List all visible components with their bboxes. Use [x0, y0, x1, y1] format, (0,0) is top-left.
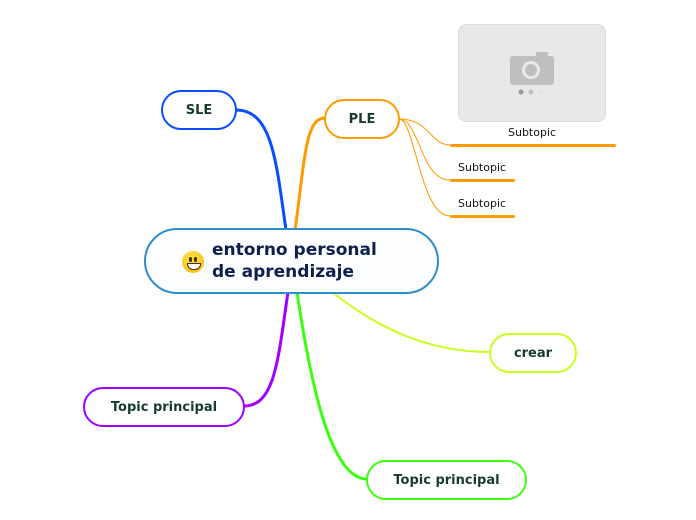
subtopic-1-underline	[450, 144, 616, 147]
subtopic-3-underline	[450, 215, 515, 218]
topic-ple[interactable]: PLE	[324, 99, 400, 139]
subtopic-3[interactable]: Subtopic	[458, 197, 507, 210]
connector-ple	[293, 116, 326, 231]
connector-sub1	[398, 118, 451, 146]
image-placeholder[interactable]	[458, 24, 606, 122]
subtopic-2-underline	[450, 179, 515, 182]
connector-crear	[331, 291, 491, 353]
connector-sub2	[398, 118, 451, 181]
topic-principal-bottom[interactable]: Topic principal	[366, 460, 527, 500]
central-topic-title: entorno personal de aprendizaje	[212, 240, 377, 282]
camera-icon	[510, 52, 554, 95]
subtopic-1[interactable]: Subtopic	[508, 126, 557, 139]
connector-topic-left	[243, 291, 290, 408]
topic-sle[interactable]: SLE	[161, 90, 237, 130]
topic-crear[interactable]: crear	[489, 333, 577, 373]
connector-sub3	[398, 118, 451, 217]
subtopic-2[interactable]: Subtopic	[458, 161, 507, 174]
central-topic[interactable]: entorno personal de aprendizaje	[144, 228, 439, 294]
topic-principal-left[interactable]: Topic principal	[83, 387, 245, 427]
connector-sle	[235, 108, 288, 231]
connector-topic-bottom	[295, 291, 368, 481]
grinning-face-icon	[182, 251, 204, 273]
